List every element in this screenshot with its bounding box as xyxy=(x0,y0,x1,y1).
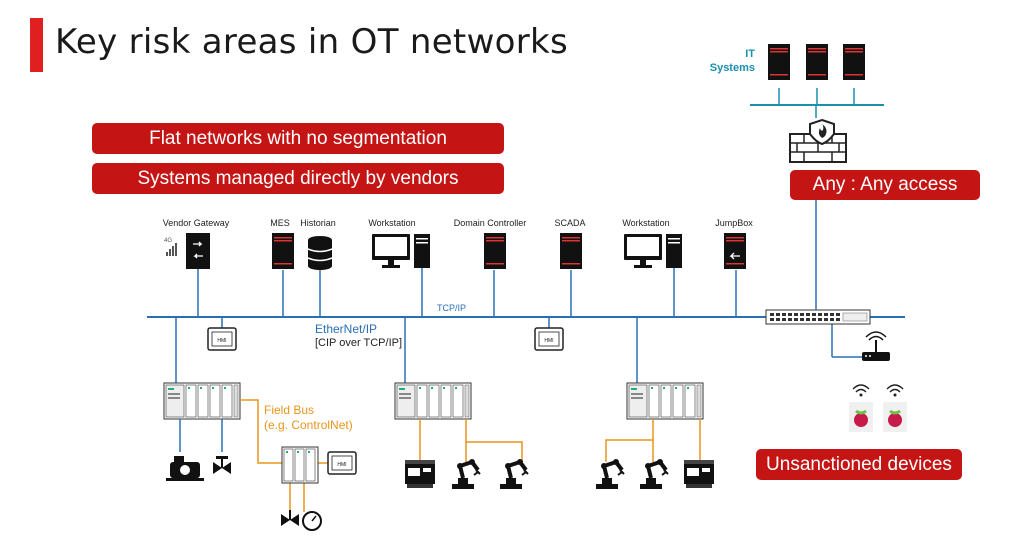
plc-rack-icon xyxy=(394,382,472,420)
label-scada: SCADA xyxy=(554,218,586,228)
valve-icon xyxy=(281,510,299,526)
workstation-icon xyxy=(624,234,682,268)
pump-icon xyxy=(166,456,204,481)
robot-arm-icon xyxy=(498,457,530,491)
page-title: Key risk areas in OT networks xyxy=(55,22,569,62)
field-bus-line1: Field Bus xyxy=(264,403,315,417)
wireless-router-icon xyxy=(862,331,890,361)
it-server-icon xyxy=(768,44,790,80)
firewall-icon xyxy=(789,118,847,163)
robot-arm-icon xyxy=(450,457,482,491)
scada-server-icon xyxy=(560,233,582,269)
it-systems-line2: Systems xyxy=(709,62,755,74)
raspberry-pi-icon xyxy=(847,400,875,434)
historian-database-icon xyxy=(307,236,333,270)
it-systems-line1: IT xyxy=(745,48,755,60)
fieldbus-io-rack-icon xyxy=(281,446,319,484)
label-historian: Historian xyxy=(300,218,336,228)
label-domain-controller: Domain Controller xyxy=(453,218,527,228)
cnc-machine-icon xyxy=(405,460,435,488)
title-accent-bar xyxy=(30,18,43,72)
label-jumpbox: JumpBox xyxy=(715,218,753,228)
field-bus-line2: (e.g. ControlNet) xyxy=(264,418,353,432)
plc-rack-icon xyxy=(163,382,241,420)
pressure-gauge-icon xyxy=(302,511,322,531)
cnc-machine-icon xyxy=(684,460,714,488)
wifi-icon xyxy=(852,384,870,398)
valve-icon xyxy=(213,456,231,474)
label-workstation-2: Workstation xyxy=(622,218,670,228)
it-server-icon xyxy=(806,44,828,80)
mes-server-icon xyxy=(272,233,294,269)
label-4g: 4G xyxy=(164,238,173,244)
hmi-icon xyxy=(534,327,564,351)
risk-any-access: Any : Any access xyxy=(790,170,980,200)
label-workstation-1: Workstation xyxy=(368,218,416,228)
wifi-icon xyxy=(886,384,904,398)
jumpbox-server-icon xyxy=(724,233,746,269)
vendor-gateway-icon xyxy=(186,233,210,269)
robot-arm-icon xyxy=(638,457,670,491)
raspberry-pi-icon xyxy=(881,400,909,434)
label-field-bus: Field Bus (e.g. ControlNet) xyxy=(264,403,353,433)
label-it-systems: IT Systems xyxy=(700,47,755,75)
label-tcpip: TCP/IP xyxy=(437,303,467,313)
risk-unsanctioned-devices: Unsanctioned devices xyxy=(756,449,962,480)
risk-vendor-managed: Systems managed directly by vendors xyxy=(92,163,504,194)
hmi-icon xyxy=(327,451,357,475)
label-vendor-gateway: Vendor Gateway xyxy=(162,218,230,228)
it-server-icon xyxy=(843,44,865,80)
label-ethernet-ip: EtherNet/IP xyxy=(315,322,378,336)
workstation-icon xyxy=(372,234,430,268)
domain-controller-server-icon xyxy=(484,233,506,269)
risk-flat-networks: Flat networks with no segmentation xyxy=(92,123,504,154)
signal-bars-icon xyxy=(166,243,177,256)
plc-rack-icon xyxy=(626,382,704,420)
hmi-icon xyxy=(207,327,237,351)
network-switch-icon xyxy=(765,309,871,325)
robot-arm-icon xyxy=(594,457,626,491)
label-mes: MES xyxy=(270,218,290,228)
label-cip: [CIP over TCP/IP] xyxy=(315,337,403,349)
